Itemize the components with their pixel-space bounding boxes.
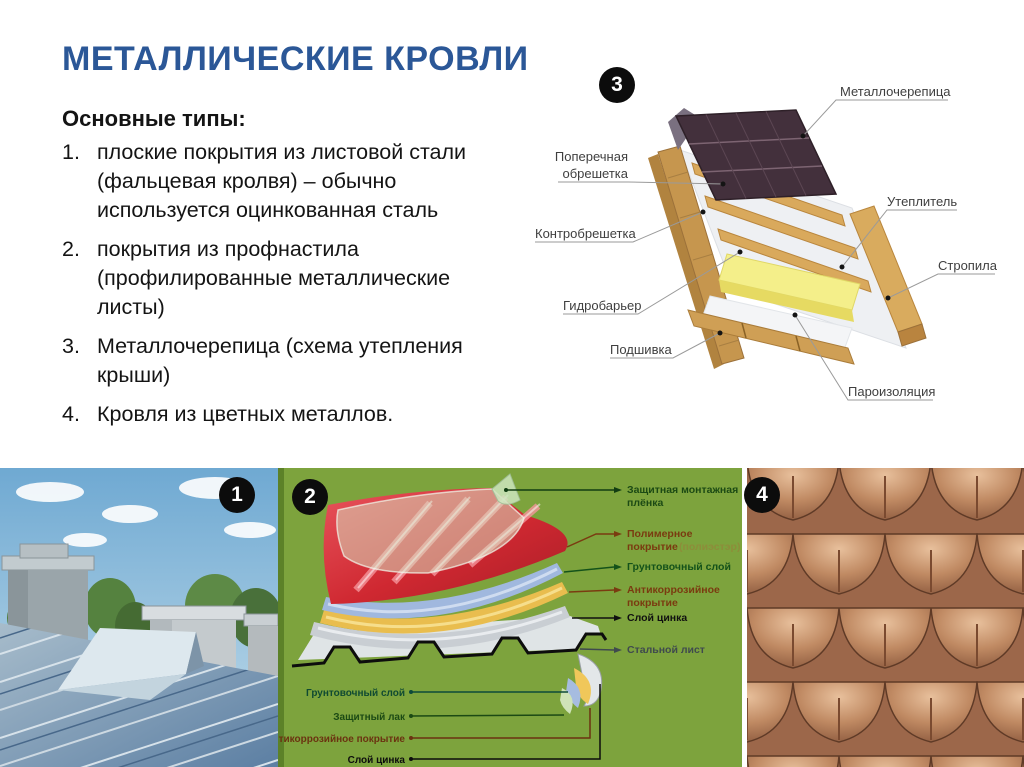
- figure-badge-4: 4: [744, 477, 780, 513]
- copper-scales: [747, 468, 1024, 767]
- label-insulation: Утеплитель: [887, 194, 957, 209]
- roof-insulation-scheme: Металлочерепица Поперечная обрешетка Кон…: [535, 84, 998, 401]
- clouds: [16, 477, 276, 547]
- leader-lines: [535, 99, 995, 401]
- label-counter-batten: Контробрешетка: [535, 226, 636, 241]
- page-title: МЕТАЛЛИЧЕСКИЕ КРОВЛИ: [62, 40, 529, 78]
- badge-number: 2: [304, 485, 316, 508]
- label-lacquer: Защитный лак: [333, 712, 406, 723]
- list-item-number: 3.: [62, 334, 80, 358]
- label-protective-film-2: плёнка: [627, 497, 663, 509]
- profiled-sheet-diagram: Защитная монтажная плёнка Полимерное пок…: [278, 468, 742, 767]
- roof-types-list: 1. плоские покрытия из листовой стали (ф…: [62, 138, 492, 439]
- figure-badge-2: 2: [292, 479, 328, 515]
- list-item-number: 1.: [62, 140, 80, 164]
- label-zinc-right: Слой цинка: [627, 612, 687, 624]
- label-cross-batten-2: обрешетка: [562, 166, 628, 181]
- label-anticorrosion-1: Антикоррозийное: [627, 584, 720, 596]
- leader-arrows-right: [504, 487, 622, 653]
- label-polymer-2b: (полиэстэр): [679, 541, 740, 553]
- leader-lines-right: [506, 489, 615, 651]
- roof-vent-flashing: [58, 628, 204, 700]
- leader-dots: [700, 133, 891, 336]
- label-hydro-barrier: Гидробарьер: [563, 298, 641, 313]
- label-metal-tile: Металлочерепица: [840, 84, 951, 99]
- leader-dots-bottom: [409, 690, 413, 761]
- figure-badge-1: 1: [219, 477, 255, 513]
- list-item: 3. Металлочерепица (схема утепления крыш…: [62, 332, 492, 390]
- label-lining: Подшивка: [610, 342, 672, 357]
- label-primer-bottom: Грунтовочный слой: [306, 688, 405, 699]
- cross-batten: [704, 195, 859, 260]
- figure-badge-3: 3: [599, 67, 635, 103]
- list-item-text: покрытия из профнастила (профилированные…: [97, 237, 451, 319]
- list-item-number: 4.: [62, 402, 80, 426]
- lining-board: [687, 309, 855, 365]
- badge-number: 3: [611, 73, 623, 96]
- label-anticorrosion-bottom: Антикоррозийное покрытие: [278, 734, 405, 745]
- list-item: 2. покрытия из профнастила (профилирован…: [62, 235, 492, 322]
- label-steel-sheet: Стальной лист: [627, 644, 705, 656]
- list-item-text: Металлочерепица (схема утепления крыши): [97, 334, 463, 387]
- label-cross-batten-1: Поперечная: [555, 149, 628, 164]
- list-item-text: плоские покрытия из листовой стали (фаль…: [97, 140, 467, 222]
- label-zinc-bottom: Слой цинка: [348, 755, 406, 766]
- label-rafter: Стропила: [938, 258, 998, 273]
- flat-seam-roof-photo: [0, 468, 278, 767]
- copper-tiles-photo: [747, 468, 1024, 767]
- label-primer-right: Грунтовочный слой: [627, 561, 731, 573]
- label-anticorrosion-2: покрытие: [627, 597, 678, 609]
- sheet-layers-drawing: [291, 473, 608, 714]
- list-heading: Основные типы:: [62, 106, 246, 131]
- badge-number: 4: [756, 483, 768, 506]
- label-polymer-1: Полимерное: [627, 528, 693, 540]
- roof-scheme-drawing: [648, 108, 927, 369]
- list-item-number: 2.: [62, 237, 80, 261]
- list-item-text: Кровля из цветных металлов.: [97, 402, 394, 426]
- cross-batten: [717, 228, 872, 293]
- badge-number: 1: [231, 483, 243, 506]
- leader-lines-bottom: [410, 684, 601, 760]
- label-protective-film-1: Защитная монтажная: [627, 484, 738, 496]
- label-vapor-barrier: Пароизоляция: [848, 384, 935, 399]
- label-polymer-2: покрытие: [627, 541, 678, 553]
- list-item: 1. плоские покрытия из листовой стали (ф…: [62, 138, 492, 225]
- list-item: 4. Кровля из цветных металлов.: [62, 400, 492, 429]
